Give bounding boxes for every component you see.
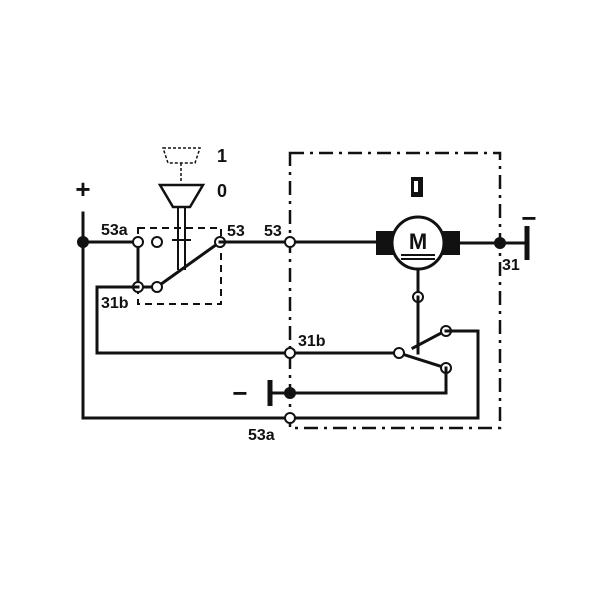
label-31b-housing: 31b [298, 333, 326, 350]
label-position-0: 0 [217, 181, 227, 201]
label-31: 31 [502, 257, 520, 274]
terminal-switch-53a-2 [151, 236, 163, 248]
terminal-park-31b [393, 347, 405, 359]
label-31b-switch: 31b [101, 295, 129, 312]
label-53-switch: 53 [227, 223, 245, 240]
switch-contact-arm [154, 239, 223, 290]
junction-31 [494, 237, 506, 249]
switch-knob-icon [157, 147, 206, 270]
wiper-blade-icon [411, 177, 423, 197]
motor-housing-outline [288, 151, 502, 430]
junction-plus [77, 236, 89, 248]
label-53a-housing: 53a [248, 427, 275, 444]
park-switch-arm-upper [410, 328, 448, 351]
label-53-motor: 53 [264, 223, 282, 240]
junction-minus [284, 387, 296, 399]
motor-label: M [409, 229, 427, 254]
terminal-53-housing [284, 236, 296, 248]
label-minus-right: − [521, 203, 536, 233]
terminal-53a-housing [284, 412, 296, 424]
terminal-31b-housing [284, 347, 296, 359]
label-position-1: 1 [217, 146, 227, 166]
battery-positive-icon: + [75, 174, 90, 204]
park-switch-arm [397, 351, 448, 370]
terminal-switch-31b-2 [151, 281, 163, 293]
label-53a-switch: 53a [101, 222, 128, 239]
label-minus-left: − [232, 378, 247, 408]
terminal-switch-53a [132, 236, 144, 248]
